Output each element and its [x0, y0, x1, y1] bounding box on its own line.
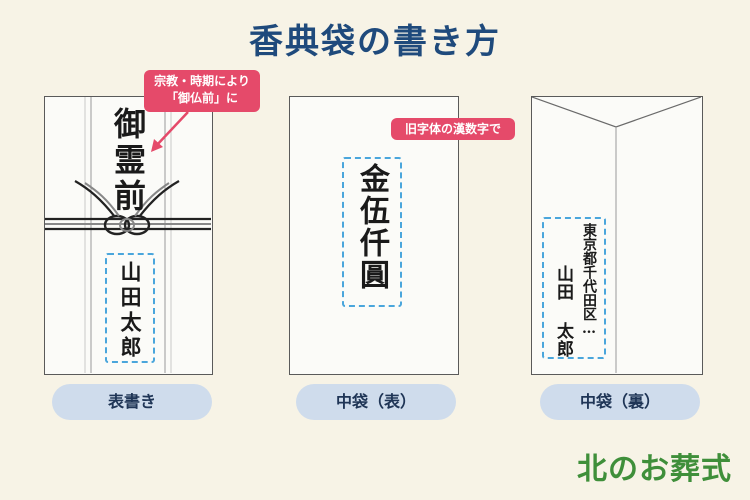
mizuhiki-knot-icon [45, 180, 211, 236]
front-callout-line1: 宗教・時期により [154, 74, 250, 88]
page-title: 香典袋の書き方 [249, 22, 501, 62]
envelope-flap-lines [532, 97, 701, 373]
label-inner-back: 中袋（裏） [540, 384, 700, 420]
address-text: 東京都千代田区… [581, 223, 597, 337]
offering-title-text: 御霊前 [109, 107, 147, 215]
sender-name-back-text: 山田 太郎 [553, 265, 573, 358]
koden-envelope-front: 御霊前 山田太郎 [44, 96, 213, 375]
amount-dashed-box [342, 157, 402, 307]
inner-envelope-front: 金伍仟圓 [289, 96, 459, 375]
name-dashed-box [105, 253, 155, 363]
brand-logo: 北のお葬式 [577, 452, 732, 487]
front-callout: 宗教・時期により 「御仏前」に [144, 70, 260, 112]
inner-envelope-back: 東京都千代田区… 山田 太郎 [531, 96, 703, 375]
label-inner-front: 中袋（表） [296, 384, 456, 420]
address-dashed-box [542, 217, 606, 359]
inner-front-callout: 旧字体の漢数字で [391, 118, 515, 140]
label-front: 表書き [52, 384, 212, 420]
front-callout-line2: 「御仏前」に [165, 91, 238, 105]
amount-text: 金伍仟圓 [354, 163, 389, 291]
sender-name-text: 山田太郎 [118, 261, 143, 361]
